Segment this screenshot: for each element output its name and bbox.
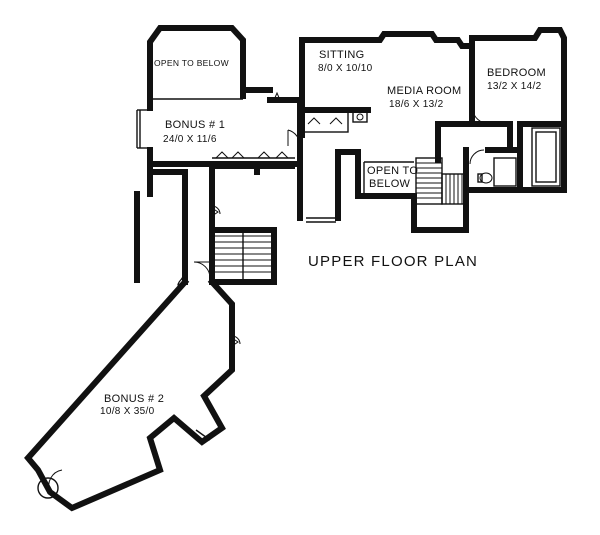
sitting-media-block	[297, 31, 475, 223]
label-sitting-dims: 8/0 X 10/10	[318, 63, 373, 74]
open-to-below-left-area	[147, 25, 273, 100]
label-bonus2-name: BONUS # 2	[104, 393, 164, 405]
label-sitting-name: SITTING	[319, 49, 365, 61]
label-media-name: MEDIA ROOM	[387, 85, 462, 97]
small-stair	[193, 227, 277, 285]
label-bedroom-name: BEDROOM	[487, 67, 546, 79]
plan-title: UPPER FLOOR PLAN	[308, 253, 478, 270]
label-bedroom-dims: 13/2 X 14/2	[487, 81, 542, 92]
center-stair-area	[355, 121, 469, 233]
bedroom-room	[463, 27, 567, 193]
label-open-to-below-center-1: OPEN TO	[367, 165, 418, 177]
label-media-dims: 18/6 X 13/2	[389, 99, 444, 110]
label-open-to-below-left: OPEN TO BELOW	[154, 58, 229, 68]
label-bonus2-dims: 10/8 X 35/0	[100, 406, 155, 417]
label-bonus1-name: BONUS # 1	[165, 119, 225, 131]
label-open-to-below-center-2: BELOW	[369, 178, 411, 190]
bonus-1-room	[136, 91, 303, 197]
bonus-2-room	[24, 277, 241, 512]
label-bonus1-dims: 24/0 X 11/6	[163, 134, 217, 145]
